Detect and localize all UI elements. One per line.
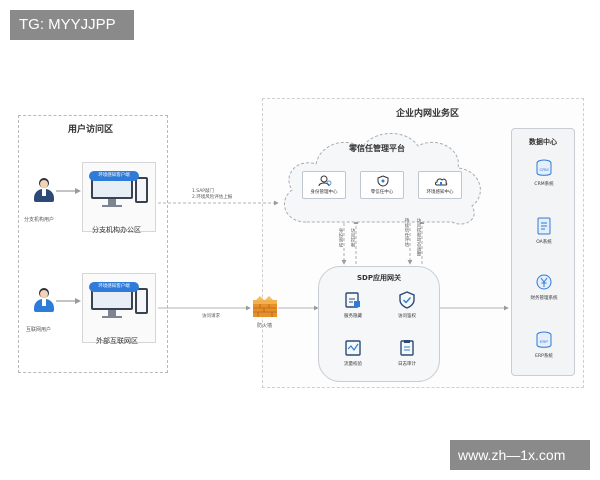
sdp-gateway-box: SDP应用网关 服务隐藏 访问鉴权 流量校验 日志审计: [318, 266, 440, 382]
continuous-trust-label: 持续信任评估: [404, 218, 409, 247]
hidden-doc-icon: [345, 292, 360, 308]
access-policy-label: 访问权限动态调整: [416, 218, 421, 257]
firewall-icon: [253, 296, 277, 317]
service-hiding-item: 服务隐藏: [333, 291, 373, 327]
log-audit-item: 日志审计: [387, 339, 427, 375]
access-auth-item: 访问鉴权: [387, 291, 427, 327]
access-request-label: 访问请求: [202, 314, 220, 319]
data-center-box: 数据中心 CRM CRM系统 OA系统 财务管理系统 ERP ERP系统: [511, 128, 575, 376]
firewall-label: 防火墙: [257, 323, 273, 329]
sdp-gateway-title: SDP应用网关: [357, 274, 401, 282]
traffic-check-label: 流量校验: [344, 362, 362, 367]
finance-system-label: 财务管理系统: [530, 296, 558, 301]
cloud-home-icon: [435, 178, 448, 186]
traffic-chart-icon: [345, 340, 361, 356]
user-zone-title: 用户访问区: [68, 125, 114, 135]
erp-system-item: ERP ERP系统: [512, 331, 576, 363]
branch-user-avatar-icon: [33, 178, 55, 202]
client-badge: 环境感知客户端: [89, 282, 139, 292]
service-hiding-label: 服务隐藏: [344, 314, 362, 319]
crm-icon-text: CRM: [539, 167, 548, 172]
traffic-check-item: 流量校验: [333, 339, 373, 375]
zero-trust-title: 零信任管理平台: [349, 144, 405, 153]
branch-office-caption: 分支机构办公区: [92, 226, 141, 234]
user-icon: [318, 175, 332, 187]
identity-center-node: 身份管理中心: [302, 171, 346, 199]
erp-icon-text: ERP: [540, 339, 549, 344]
log-doc-icon: [400, 340, 414, 356]
crm-system-label: CRM系统: [534, 182, 554, 187]
finance-system-item: 财务管理系统: [512, 273, 576, 305]
oa-document-icon: [537, 217, 551, 235]
internet-user-avatar-icon: [33, 288, 55, 312]
pc-tower-icon: [135, 288, 148, 314]
shield-check-icon: [399, 291, 415, 309]
access-auth-label: 访问鉴权: [398, 314, 416, 319]
shield-icon: [377, 175, 389, 187]
branch-user-label: 分支机构用户: [24, 217, 55, 223]
risk-report-label: 2.环境风险评估上报: [192, 195, 233, 200]
erp-system-label: ERP系统: [535, 354, 553, 359]
identity-verify-label: 身份验证: [338, 228, 343, 248]
zero-trust-center-node: 零信任中心: [360, 171, 404, 199]
external-office-box: 环境感知客户端: [82, 273, 156, 343]
crm-database-icon: CRM: [536, 159, 552, 176]
data-center-title: 数据中心: [529, 138, 557, 146]
client-badge: 环境感知客户端: [89, 171, 139, 181]
erp-database-icon: ERP: [536, 331, 552, 348]
identity-center-label: 身份管理中心: [310, 190, 338, 195]
spa-knock-label: 1.SAP敲门: [192, 189, 215, 194]
zero-trust-center-label: 零信任中心: [370, 190, 394, 195]
yen-coin-icon: [536, 274, 552, 290]
environment-center-node: 环境感知中心: [418, 171, 462, 199]
watermark-tag-top: TG: MYYJJPP: [10, 10, 134, 40]
oa-system-item: OA系统: [512, 217, 576, 249]
internet-user-label: 互联网用户: [26, 327, 52, 333]
environment-center-label: 环境感知中心: [426, 190, 454, 195]
enterprise-zone-title: 企业内网业务区: [396, 109, 460, 119]
external-office-caption: 外部互联网区: [96, 337, 138, 345]
access-control-label: 访问控制: [350, 228, 355, 248]
pc-tower-icon: [135, 177, 148, 203]
watermark-tag-bottom: www.zh—1x.com: [450, 440, 590, 470]
oa-system-label: OA系统: [536, 240, 552, 245]
branch-office-box: 环境感知客户端: [82, 162, 156, 232]
log-audit-label: 日志审计: [398, 362, 416, 367]
crm-system-item: CRM CRM系统: [512, 159, 576, 191]
